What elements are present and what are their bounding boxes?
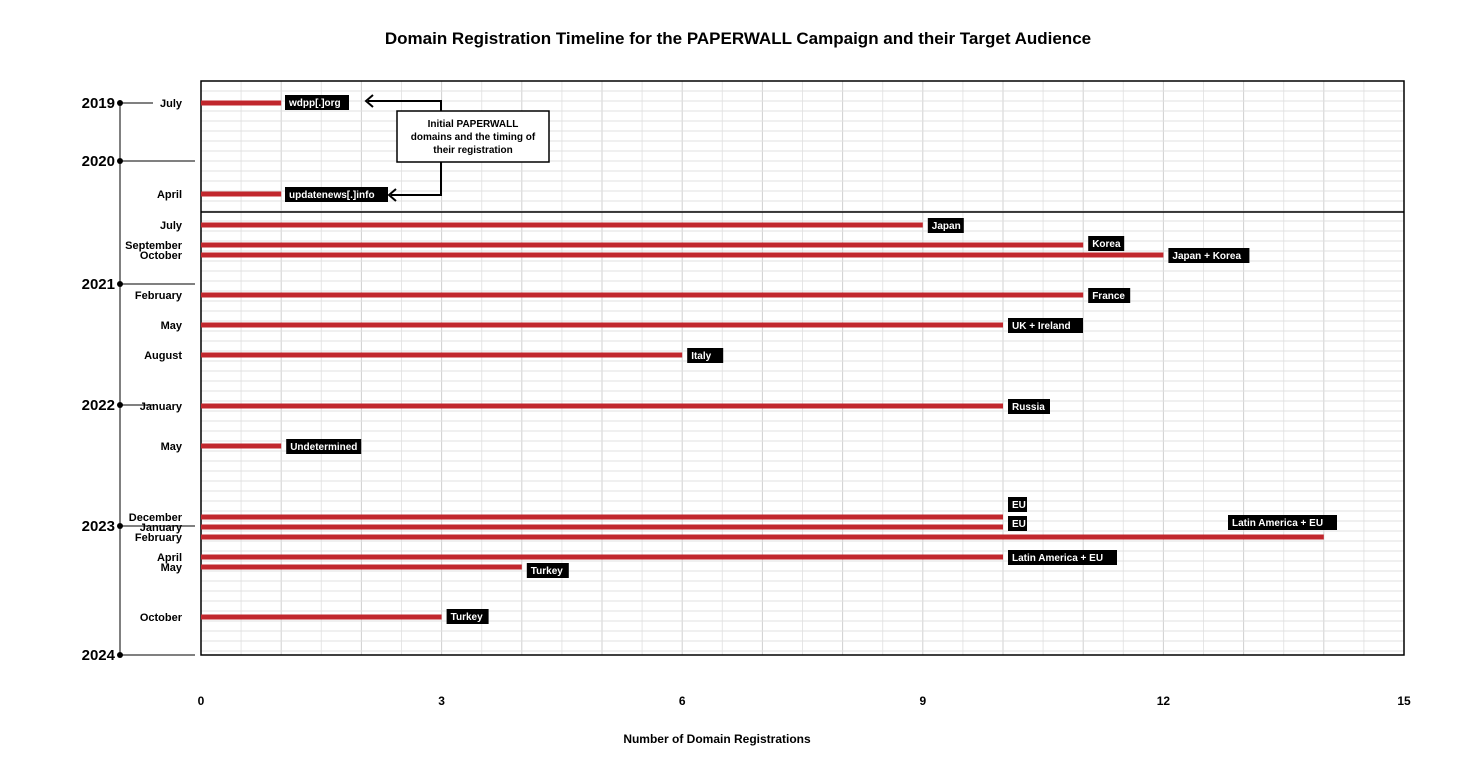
month-label: May xyxy=(161,320,183,332)
target-tag xyxy=(1008,318,1083,333)
bar xyxy=(201,352,683,358)
target-tag-label: Turkey xyxy=(451,612,483,623)
bar xyxy=(201,534,1324,540)
target-tag-label: Italy xyxy=(691,351,711,362)
target-tag xyxy=(1008,550,1117,565)
month-label: July xyxy=(160,98,183,110)
target-tag xyxy=(1088,236,1125,251)
target-tag xyxy=(526,563,569,578)
target-tag xyxy=(1088,288,1131,303)
month-label: July xyxy=(160,220,183,232)
target-tag xyxy=(927,218,964,233)
year-label: 2020 xyxy=(82,153,115,170)
annotation-text: domains and the timing of xyxy=(411,132,536,143)
x-tick-label: 6 xyxy=(679,694,686,708)
target-tag xyxy=(446,609,489,624)
target-tag xyxy=(1168,248,1250,263)
year-label: 2021 xyxy=(82,276,115,293)
month-label: January xyxy=(140,522,183,534)
x-tick-label: 15 xyxy=(1397,694,1411,708)
x-tick-label: 9 xyxy=(919,694,926,708)
bar xyxy=(201,222,923,228)
bar xyxy=(201,554,1003,560)
year-label: 2019 xyxy=(82,95,115,112)
x-tick-label: 12 xyxy=(1157,694,1171,708)
annotation-box xyxy=(396,110,550,163)
target-tag xyxy=(1008,399,1050,414)
month-label: December xyxy=(129,512,183,524)
chart-title: Domain Registration Timeline for the PAP… xyxy=(385,29,1091,48)
month-label: February xyxy=(135,532,183,544)
month-label: April xyxy=(157,189,182,201)
plot-frame xyxy=(200,80,1405,656)
month-label: October xyxy=(140,250,183,262)
bar xyxy=(201,322,1003,328)
target-tag-label: Japan + Korea xyxy=(1172,251,1241,262)
bar xyxy=(201,564,522,570)
target-tag-label: Latin America + EU xyxy=(1012,553,1103,564)
month-label: August xyxy=(144,350,182,362)
bar xyxy=(201,614,442,620)
target-tag xyxy=(1008,516,1027,531)
arrow-head-icon xyxy=(364,94,374,108)
year-label: 2024 xyxy=(82,647,116,664)
bar xyxy=(201,292,1084,298)
annotation-text: Initial PAPERWALL xyxy=(428,119,519,130)
bar xyxy=(201,242,1084,248)
target-tag-label: updatenews[.]info xyxy=(289,190,375,201)
bar xyxy=(201,403,1003,409)
target-tag-label: EU xyxy=(1012,500,1026,511)
target-tag-label: Japan xyxy=(932,221,961,232)
target-tag xyxy=(1008,497,1027,512)
target-tag-label: Russia xyxy=(1012,402,1045,413)
bar xyxy=(201,443,282,449)
month-label: February xyxy=(135,290,183,302)
target-tag xyxy=(687,348,724,363)
target-tag xyxy=(285,187,388,202)
target-tag-label: Undetermined xyxy=(290,442,357,453)
x-tick-label: 3 xyxy=(438,694,445,708)
target-tag-label: France xyxy=(1092,291,1125,302)
month-label: May xyxy=(161,441,183,453)
target-tag xyxy=(286,439,362,454)
target-tag xyxy=(285,95,349,110)
target-tag-label: wdpp[.]org xyxy=(288,98,341,109)
target-tag-label: Latin America + EU xyxy=(1232,518,1323,529)
bar xyxy=(201,252,1164,258)
target-tag-label: Turkey xyxy=(531,566,563,577)
target-tag-label: UK + Ireland xyxy=(1012,321,1071,332)
arrow-head-icon xyxy=(387,188,397,202)
bar xyxy=(201,100,282,106)
target-tag-label: EU xyxy=(1012,519,1026,530)
month-label: April xyxy=(157,552,182,564)
month-label: October xyxy=(140,612,183,624)
month-label: May xyxy=(161,562,183,574)
target-tag xyxy=(1228,515,1337,530)
month-label: September xyxy=(125,240,183,252)
bar xyxy=(201,191,282,197)
x-tick-label: 0 xyxy=(198,694,205,708)
target-tag-label: Korea xyxy=(1092,239,1121,250)
month-label: January xyxy=(140,401,183,413)
annotation-text: their registration xyxy=(433,145,512,156)
bar xyxy=(201,524,1003,530)
year-label: 2023 xyxy=(82,518,115,535)
year-label: 2022 xyxy=(82,397,115,414)
x-axis-label: Number of Domain Registrations xyxy=(623,732,811,746)
bar xyxy=(201,514,1003,520)
